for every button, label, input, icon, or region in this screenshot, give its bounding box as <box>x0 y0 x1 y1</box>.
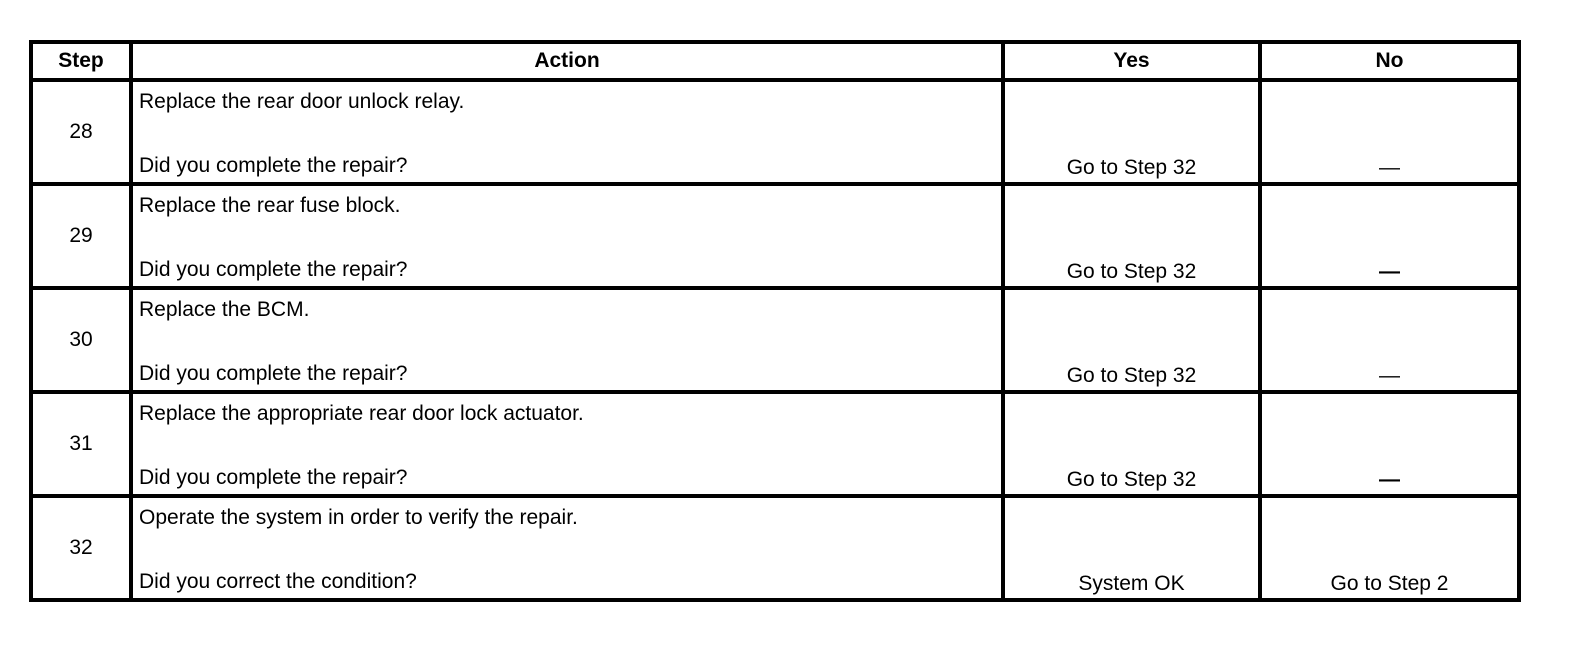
action-cell: Replace the appropriate rear door lock a… <box>129 390 1005 498</box>
table-row: 30 Replace the BCM. Did you complete the… <box>29 286 1521 394</box>
action-question: Did you complete the repair? <box>139 258 408 281</box>
action-question: Did you complete the repair? <box>139 362 408 385</box>
action-instruction: Replace the rear door unlock relay. <box>139 90 465 113</box>
header-row: Step Action Yes No <box>29 40 1521 82</box>
action-question: Did you complete the repair? <box>139 466 408 489</box>
yes-result: Go to Step 32 <box>1001 182 1262 290</box>
no-result: — <box>1258 182 1521 290</box>
column-header-action: Action <box>129 40 1005 82</box>
step-number: 30 <box>29 286 133 394</box>
table-row: 32 Operate the system in order to verify… <box>29 494 1521 602</box>
no-result: — <box>1258 286 1521 394</box>
no-result: Go to Step 2 <box>1258 494 1521 602</box>
diagnostic-table: Step Action Yes No 28 Replace the rear d… <box>29 40 1521 602</box>
action-instruction: Replace the BCM. <box>139 298 310 321</box>
action-cell: Replace the BCM. Did you complete the re… <box>129 286 1005 394</box>
table-header: Step Action Yes No <box>29 40 1521 82</box>
table-row: 28 Replace the rear door unlock relay. D… <box>29 78 1521 186</box>
yes-result: Go to Step 32 <box>1001 78 1262 186</box>
action-instruction: Operate the system in order to verify th… <box>139 506 578 529</box>
action-cell: Replace the rear door unlock relay. Did … <box>129 78 1005 186</box>
table-body: 28 Replace the rear door unlock relay. D… <box>29 78 1521 602</box>
action-instruction: Replace the rear fuse block. <box>139 194 401 217</box>
action-instruction: Replace the appropriate rear door lock a… <box>139 402 584 425</box>
column-header-step: Step <box>29 40 133 82</box>
column-header-no: No <box>1258 40 1521 82</box>
step-number: 31 <box>29 390 133 498</box>
yes-result: Go to Step 32 <box>1001 390 1262 498</box>
step-number: 32 <box>29 494 133 602</box>
no-result: — <box>1258 78 1521 186</box>
step-number: 28 <box>29 78 133 186</box>
action-cell: Operate the system in order to verify th… <box>129 494 1005 602</box>
yes-result: System OK <box>1001 494 1262 602</box>
action-question: Did you correct the condition? <box>139 570 417 593</box>
table-row: 29 Replace the rear fuse block. Did you … <box>29 182 1521 290</box>
yes-result: Go to Step 32 <box>1001 286 1262 394</box>
column-header-yes: Yes <box>1001 40 1262 82</box>
no-result: — <box>1258 390 1521 498</box>
table-row: 31 Replace the appropriate rear door loc… <box>29 390 1521 498</box>
action-question: Did you complete the repair? <box>139 154 408 177</box>
step-number: 29 <box>29 182 133 290</box>
action-cell: Replace the rear fuse block. Did you com… <box>129 182 1005 290</box>
